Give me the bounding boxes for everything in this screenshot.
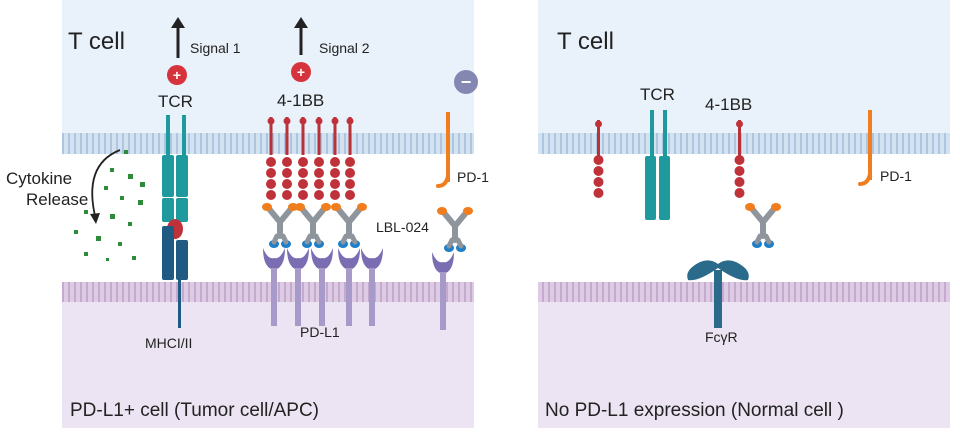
up-arrow-icon [294,17,308,55]
mhc-complex [162,226,188,328]
four1bb-receptor [593,120,604,198]
left-pdl1-label: PD-L1 [300,324,340,340]
tcr-complex [162,115,188,239]
cytokine-dots [74,150,145,261]
left-tcell-title: T cell [68,28,125,55]
fcgr-label: FcγR [705,329,738,345]
fcgr-receptor [687,260,749,328]
left-target-membrane [62,282,474,302]
plus-sign-icon: + [291,62,311,82]
cytokine-label-line1: Cytokine [6,169,72,188]
left-tcell-region [62,0,474,140]
curved-arrow-icon [91,149,121,221]
pd1-receptor [858,110,872,186]
plus-sign-icon: + [167,65,187,85]
right-tcell-title: T cell [557,28,614,55]
pd1-receptor [436,112,450,188]
signal2-label: Signal 2 [319,40,370,56]
signal1-label: Signal 1 [190,40,241,56]
four1bb-receptors [266,117,355,200]
left-target-region [62,288,474,428]
right-pd1-label: PD-1 [880,168,912,184]
right-target-region [538,288,950,428]
right-41bb-label: 4-1BB [705,95,752,114]
svg-text:+: + [297,64,305,80]
left-41bb-label: 4-1BB [277,91,324,110]
left-pd1-label: PD-1 [457,169,489,185]
cytokine-label-line2: Release [26,190,88,209]
right-extracellular-gap [538,154,950,284]
tcr-complex [645,110,670,220]
svg-text:+: + [173,67,181,83]
left-tcr-label: TCR [158,92,193,111]
svg-text:−: − [461,72,472,92]
right-panel: T cell TCR 4-1BB PD-1 [538,0,950,428]
up-arrow-icon [171,17,185,58]
minus-sign-icon: − [454,70,478,94]
left-tcell-membrane [62,133,474,154]
right-tcell-membrane [538,133,950,154]
right-target-membrane [538,282,950,302]
right-bottom-title: No PD-L1 expression (Normal cell ) [545,400,844,421]
four1bb-receptor [734,120,745,198]
left-bottom-title: PD-L1+ cell (Tumor cell/APC) [70,400,319,421]
left-panel: T cell Signal 1 + Signal 2 + − TCR 4-1BB [6,0,489,428]
lbl024-label: LBL-024 [376,219,429,235]
mhc-label: MHCI/II [145,335,192,351]
right-tcr-label: TCR [640,85,675,104]
right-tcell-region [538,0,950,140]
